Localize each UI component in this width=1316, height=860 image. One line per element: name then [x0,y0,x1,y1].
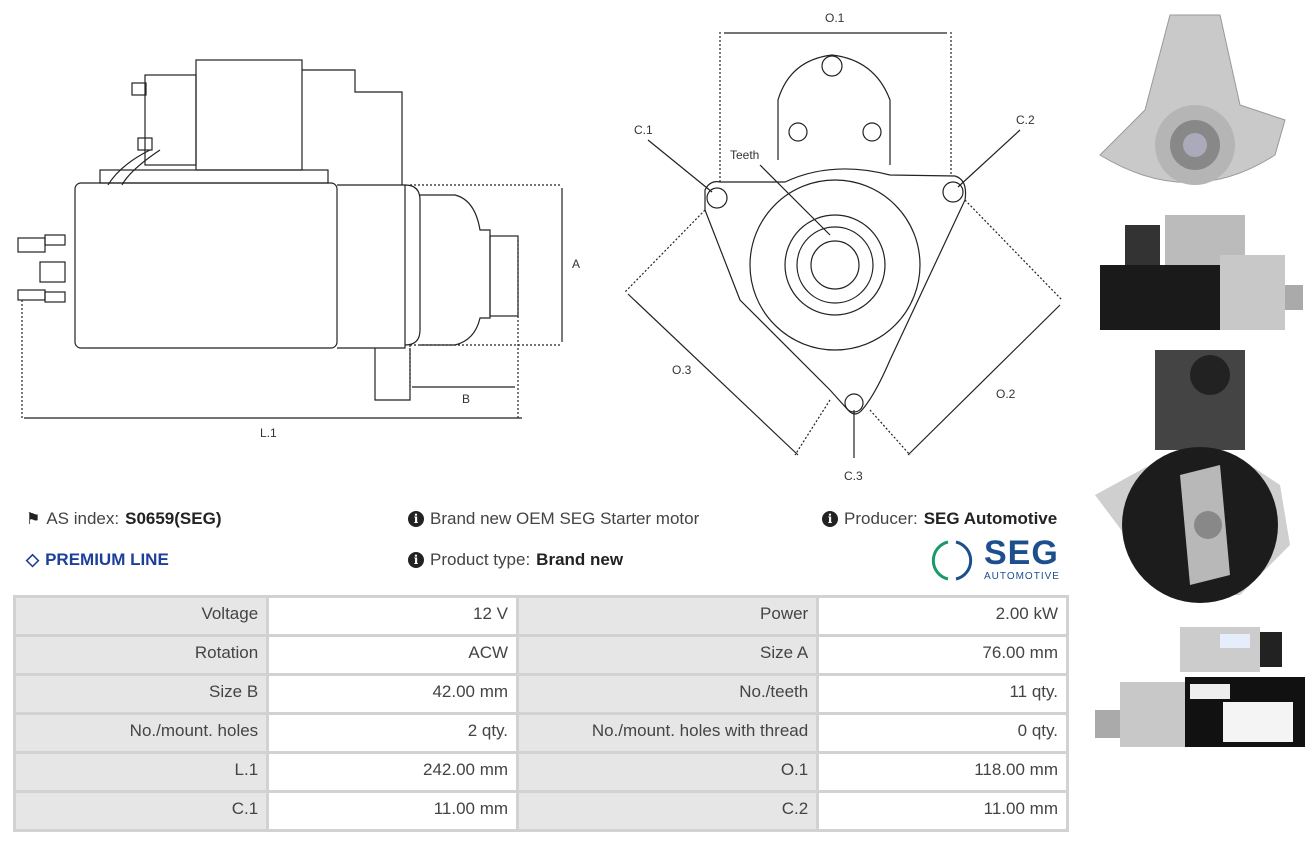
spec-label: C.1 [16,793,267,829]
dim-a-label: A [572,257,580,271]
as-index-label: AS index: [46,509,120,528]
teeth-label: Teeth [730,148,759,162]
product-type-value: Brand new [536,550,624,569]
spec-value: 76.00 mm [819,637,1066,673]
spec-label: No./mount. holes [16,715,267,751]
producer-value: SEG Automotive [923,509,1058,528]
spec-value: 242.00 mm [269,754,517,790]
spec-value: 11.00 mm [819,793,1066,829]
product-type-label: Product type: [430,550,531,569]
product-photo-front [1099,14,1286,185]
description: i Brand new OEM SEG Starter motor [408,509,699,529]
spec-label: No./teeth [519,676,817,712]
spec-label: Size B [16,676,267,712]
spec-label: C.2 [519,793,817,829]
seg-logo: SEG AUTOMOTIVE [930,534,1070,583]
spec-label: Power [519,598,817,634]
seg-logo-subtext: AUTOMOTIVE [984,571,1060,582]
spec-value: 118.00 mm [819,754,1066,790]
spec-value: 2.00 kW [819,598,1066,634]
spec-value: 11 qty. [819,676,1066,712]
product-photo-side [1100,215,1303,330]
info-icon: i [408,511,424,527]
spec-label: Rotation [16,637,267,673]
spec-label: L.1 [16,754,267,790]
dim-b-label: B [462,392,470,406]
dim-c3-label: C.3 [844,469,863,483]
seg-logo-ring-icon [931,540,973,581]
premium-line-label: PREMIUM LINE [45,550,169,569]
dim-l1-label: L.1 [260,426,277,440]
seg-logo-text: SEG [984,534,1059,572]
spec-label: O.1 [519,754,817,790]
producer: i Producer: SEG Automotive [822,509,1057,529]
front-view-diagram: O.1 C.1 C.2 Teeth O.3 O.2 C.3 [624,11,1063,483]
dim-c2-label: C.2 [1016,113,1035,127]
spec-label: Voltage [16,598,267,634]
info-icon: i [822,511,838,527]
dim-o1-label: O.1 [825,11,845,25]
side-view-diagram: A B L.1 [17,59,580,440]
as-index-value: S0659(SEG) [125,509,222,528]
producer-label: Producer: [844,509,918,528]
spec-value: 12 V [269,598,517,634]
as-index: ⚑ AS index: S0659(SEG) [26,509,222,529]
info-icon: i [408,552,424,568]
dim-o3-label: O.3 [672,363,692,377]
dim-o2-label: O.2 [996,387,1016,401]
dim-c1-label: C.1 [634,123,653,137]
tags-icon: ⚑ [26,511,41,528]
diamond-icon: ◇ [26,550,40,569]
description-text: Brand new OEM SEG Starter motor [430,509,700,528]
spec-label: Size A [519,637,817,673]
product-photo-rear [1095,350,1290,603]
spec-value: 11.00 mm [269,793,517,829]
product-type: i Product type: Brand new [408,550,623,570]
spec-value: 2 qty. [269,715,517,751]
spec-value: 0 qty. [819,715,1066,751]
premium-line-badge[interactable]: ◇ PREMIUM LINE [26,550,169,570]
product-photo-top [1095,627,1305,747]
spec-value: 42.00 mm [269,676,517,712]
spec-value: ACW [269,637,517,673]
spec-label: No./mount. holes with thread [519,715,817,751]
